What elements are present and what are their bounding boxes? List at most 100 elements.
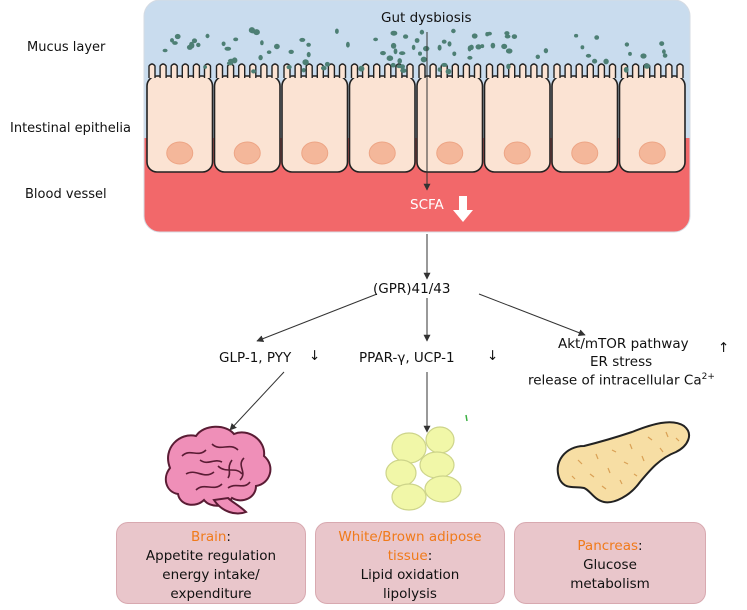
- scfa-label: SCFA: [410, 197, 444, 213]
- epithelial-cell: [551, 63, 619, 173]
- brain-line2: energy intake/: [162, 567, 260, 583]
- bacterium-dot: [662, 53, 668, 58]
- calcium-label: release of intracellular Ca2+: [528, 372, 715, 389]
- pancreas-box: Pancreas: Glucose metabolism: [514, 522, 706, 604]
- bacteria-dots: [162, 27, 668, 75]
- pancreas-icon: [556, 421, 691, 504]
- bacterium-dot: [445, 68, 452, 75]
- bacterium-dot: [399, 51, 406, 56]
- bacterium-dot: [585, 53, 592, 58]
- bacterium-dot: [232, 57, 238, 64]
- bacterium-dot: [418, 51, 422, 56]
- bacterium-dot: [373, 37, 378, 42]
- epithelial-cell: [146, 63, 214, 173]
- adipose-line1: Lipid oxidation: [360, 567, 460, 583]
- bacterium-dot: [260, 40, 264, 46]
- receptor-label: (GPR)41/43: [373, 281, 451, 297]
- bacterium-dot: [505, 48, 513, 54]
- bacterium-dot: [390, 62, 396, 68]
- epithelial-cell: [416, 63, 484, 173]
- brain-line3: expenditure: [170, 586, 252, 602]
- bacterium-dot: [437, 44, 442, 51]
- bacterium-dot: [203, 65, 208, 69]
- bacterium-dot: [423, 45, 430, 52]
- bacterium-dot: [447, 41, 452, 47]
- bacterium-dot: [452, 51, 457, 57]
- bacterium-dot: [574, 33, 579, 38]
- intestinal-epithelia-label: Intestinal epithelia: [10, 121, 131, 136]
- bacterium-dot: [306, 51, 311, 58]
- epithelial-cells: [146, 63, 686, 173]
- bacterium-dot: [603, 58, 609, 65]
- bacterium-dot: [400, 68, 407, 73]
- bacterium-dot: [467, 45, 472, 52]
- pancreas-title: Pancreas: [577, 538, 639, 554]
- bacterium-dot: [511, 34, 518, 39]
- bacterium-dot: [258, 54, 263, 61]
- bacterium-dot: [644, 63, 650, 69]
- akt-mtor-label: Akt/mTOR pathway: [558, 336, 689, 352]
- bacterium-dot: [628, 51, 632, 56]
- bacterium-dot: [224, 46, 232, 51]
- bacterium-dot: [485, 32, 490, 37]
- gut-panel: [144, 0, 690, 232]
- epithelial-cell: [281, 63, 349, 173]
- bacterium-dot: [419, 29, 425, 35]
- bacterium-dot: [580, 45, 585, 50]
- ppar-ucp1-label: PPAR-γ, UCP-1: [359, 350, 455, 366]
- glp1-pyy-label: GLP-1, PYY: [219, 350, 292, 366]
- pancreas-line2: metabolism: [570, 576, 650, 592]
- bacterium-dot: [662, 49, 666, 54]
- bacterium-dot: [504, 31, 510, 36]
- glp1-down-arrow: ↓: [309, 348, 321, 364]
- bacterium-dot: [451, 28, 456, 34]
- bacterium-dot: [196, 42, 201, 48]
- bacterium-dot: [490, 42, 496, 49]
- epithelial-cell: [618, 63, 686, 173]
- bacterium-dot: [390, 30, 398, 36]
- bacterium-dot: [624, 42, 630, 47]
- bacterium-dot: [467, 55, 473, 60]
- bacterium-dot: [390, 42, 397, 49]
- brain-box: Brain: Appetite regulation energy intake…: [116, 522, 306, 604]
- bacterium-dot: [306, 42, 311, 47]
- bacterium-dot: [380, 51, 386, 56]
- bacterium-dot: [396, 64, 402, 69]
- bacterium-dot: [659, 41, 665, 46]
- bacterium-dot: [414, 38, 420, 43]
- akt-up-arrow: ↑: [718, 340, 730, 356]
- to-brain-arrow: [229, 371, 285, 431]
- branch-left-arrow: [256, 293, 378, 342]
- adipose-title-line2: tissue: [387, 548, 428, 564]
- bacterium-dot: [441, 62, 448, 67]
- bacterium-dot: [592, 58, 598, 64]
- bacterium-dot: [420, 56, 427, 63]
- down-arrow-icon: [453, 196, 473, 222]
- adipose-cells-icon: [385, 426, 462, 511]
- bacterium-dot: [191, 38, 198, 44]
- bacterium-dot: [324, 61, 330, 67]
- brain-icon: [164, 425, 272, 515]
- brain-title: Brain: [191, 529, 227, 545]
- bacterium-dot: [301, 68, 306, 73]
- pancreas-line1: Glucose: [583, 557, 637, 573]
- bacterium-dot: [475, 44, 482, 50]
- bacterium-dot: [302, 59, 309, 66]
- bacterium-dot: [441, 39, 447, 44]
- bacterium-dot: [535, 54, 540, 59]
- bacterium-dot: [504, 34, 511, 39]
- bacterium-dot: [640, 53, 647, 59]
- bacterium-dot: [274, 43, 280, 50]
- adipose-line2: lipolysis: [383, 586, 437, 602]
- bacterium-dot: [501, 43, 508, 50]
- epithelial-cell: [213, 63, 281, 173]
- bacterium-dot: [288, 49, 294, 55]
- bacterium-dot: [397, 58, 403, 64]
- bacterium-dot: [233, 37, 239, 42]
- bacterium-dot: [189, 41, 194, 48]
- bacterium-dot: [623, 66, 629, 73]
- bacterium-dot: [437, 67, 442, 72]
- bacterium-dot: [251, 69, 257, 74]
- bacterium-dot: [386, 55, 394, 61]
